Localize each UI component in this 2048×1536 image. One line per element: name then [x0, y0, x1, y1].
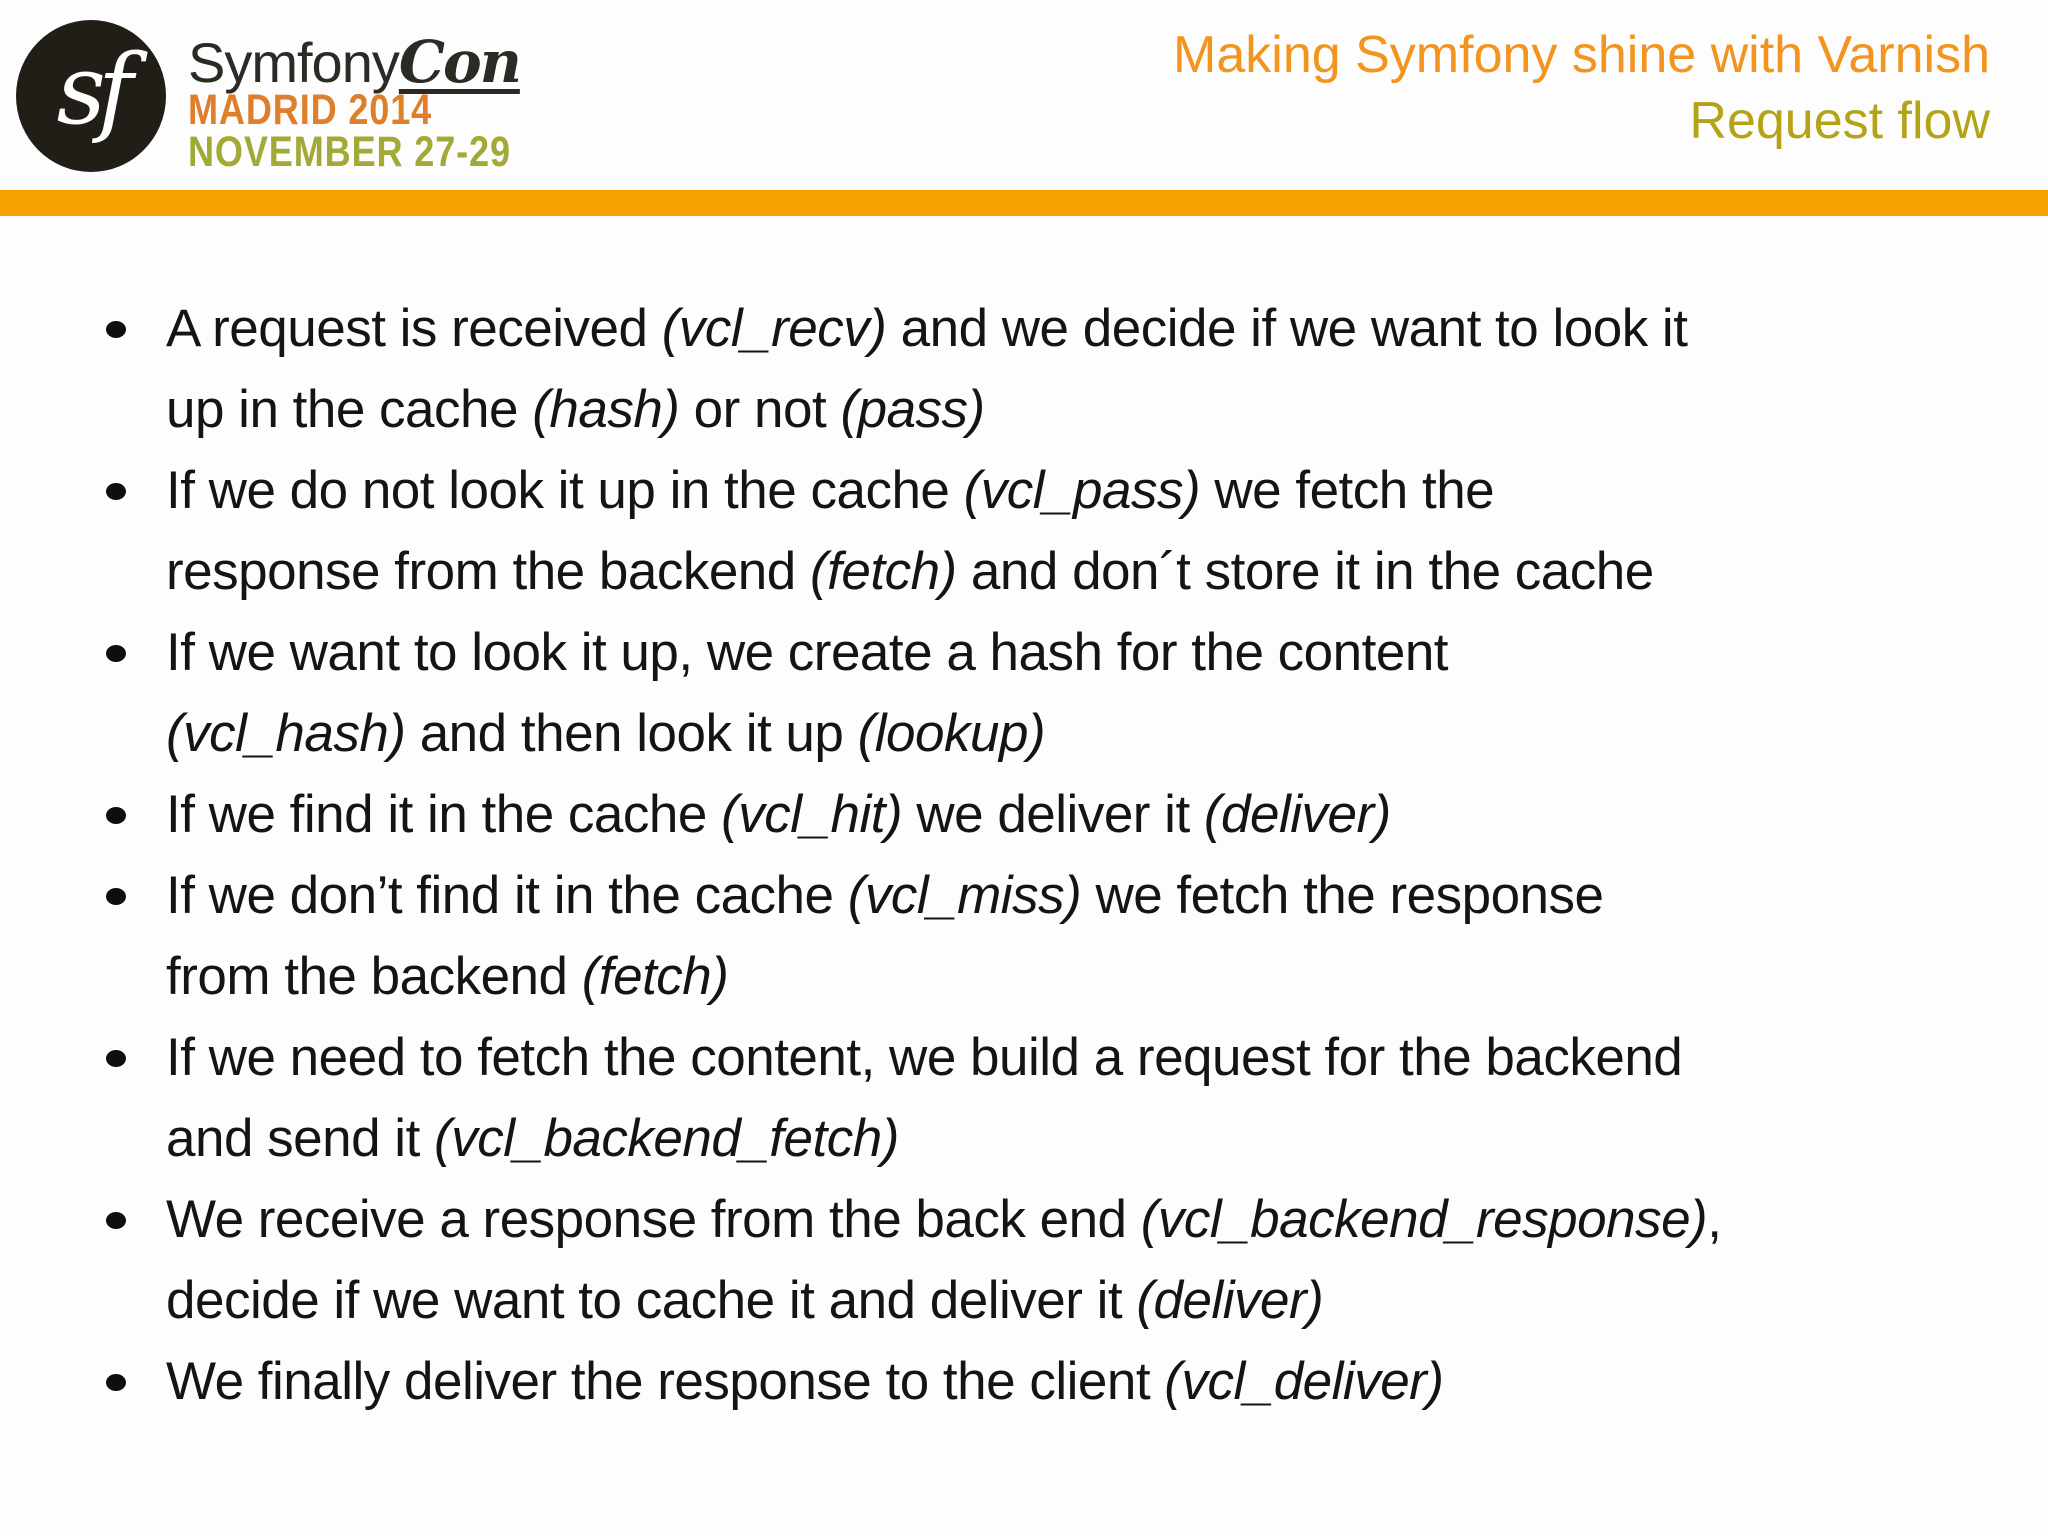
bullet-item: If we find it in the cache (vcl_hit) we … — [100, 774, 2000, 855]
bullet-item: If we need to fetch the content, we buil… — [100, 1017, 2000, 1179]
bullet-text: If we find it in the cache — [166, 785, 722, 844]
bullet-text: We finally deliver the response to the c… — [166, 1352, 1165, 1411]
bullet-term-italic: (vcl_recv) — [661, 299, 887, 358]
bullet-text: If we don’t find it in the cache — [166, 866, 848, 925]
bullet-text: and then look it up — [405, 704, 858, 763]
bullet-text: we deliver it — [902, 785, 1204, 844]
bullet-term-italic: (deliver) — [1203, 785, 1391, 844]
bullet-term-italic: (lookup) — [857, 704, 1046, 763]
bullet-term-italic: (fetch) — [810, 542, 957, 601]
event-city-year: MADRID 2014 — [188, 86, 433, 134]
bullet-term-italic: (vcl_miss) — [847, 866, 1082, 925]
brand-text: SymfonyCon — [188, 28, 522, 96]
bullet-term-italic: (vcl_hash) — [166, 704, 406, 763]
bullet-item: We receive a response from the back end … — [100, 1179, 2000, 1341]
bullet-text: we fetch the response from the backend — [166, 866, 1604, 1006]
bullet-item: If we don’t find it in the cache (vcl_mi… — [100, 855, 2000, 1017]
symfony-logo-icon: sf — [16, 20, 166, 172]
brand-symfony: Symfony — [188, 31, 400, 94]
bullet-item: We finally deliver the response to the c… — [100, 1341, 2000, 1422]
bullet-text: , decide if we want to cache it and deli… — [166, 1190, 1722, 1330]
bullet-term-italic: (vcl_backend_response) — [1140, 1190, 1708, 1249]
bullet-term-italic: (vcl_backend_fetch) — [434, 1109, 899, 1168]
bullet-text: A request is received — [166, 299, 662, 358]
bullet-term-italic: (deliver) — [1136, 1271, 1324, 1330]
bullet-text: we fetch the response from the backend — [166, 461, 1495, 601]
bullet-item: If we do not look it up in the cache (vc… — [100, 450, 2000, 612]
sf-glyph-icon: sf — [56, 34, 134, 146]
bullet-text: and don´t store it in the cache — [956, 542, 1654, 601]
header-titles: Making Symfony shine with Varnish Reques… — [1173, 22, 1990, 154]
bullet-term-italic: (fetch) — [581, 947, 729, 1006]
slide-title: Making Symfony shine with Varnish — [1173, 26, 1990, 84]
accent-bar-divider — [0, 190, 2048, 216]
bullet-item: A request is received (vcl_recv) and we … — [100, 288, 2000, 450]
bullet-term-italic: (vcl_deliver) — [1164, 1352, 1444, 1411]
bullet-term-italic: (vcl_pass) — [963, 461, 1201, 520]
event-dates: NOVEMBER 27-29 — [188, 128, 511, 176]
bullet-list: A request is received (vcl_recv) and we … — [100, 288, 2000, 1422]
bullet-text: If we do not look it up in the cache — [166, 461, 964, 520]
bullet-term-italic: (hash) — [532, 380, 680, 439]
bullet-text: If we need to fetch the content, we buil… — [166, 1028, 1683, 1168]
slide-subtitle: Request flow — [1689, 92, 1990, 150]
bullet-term-italic: (pass) — [840, 380, 985, 439]
bullet-item: If we want to look it up, we create a ha… — [100, 612, 2000, 774]
bullet-term-italic: (vcl_hit) — [721, 785, 903, 844]
bullet-text: We receive a response from the back end — [166, 1190, 1141, 1249]
bullet-text: or not — [679, 380, 841, 439]
bullet-text: and we decide if we want to look it up i… — [166, 299, 1688, 439]
bullet-text: If we want to look it up, we create a ha… — [166, 623, 1449, 682]
brand-con: Con — [398, 28, 522, 96]
